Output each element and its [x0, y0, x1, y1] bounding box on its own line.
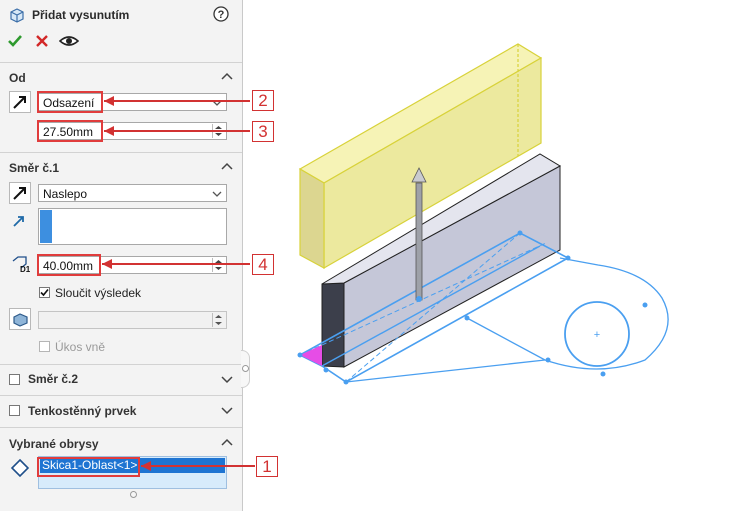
selection-color-indicator — [40, 210, 52, 243]
spin-arrows-icon[interactable] — [212, 313, 224, 327]
direction-vector-icon — [13, 216, 24, 227]
offset-distance-value: 27.50mm — [43, 125, 94, 139]
draft-icon[interactable] — [9, 308, 31, 330]
separator — [0, 395, 242, 396]
highlight-depth — [37, 254, 101, 276]
extrude-feature-icon — [10, 8, 24, 23]
chevron-down-icon[interactable] — [221, 375, 233, 385]
separator — [0, 152, 242, 153]
direction-selection-box[interactable] — [38, 208, 227, 245]
contour-diamond-icon — [10, 458, 30, 478]
start-direction-icon[interactable] — [9, 91, 31, 113]
callout-4: 4 — [252, 254, 274, 275]
section-title-thin-feature: Tenkostěnný prvek — [28, 404, 137, 418]
callout-2: 2 — [252, 90, 274, 111]
x-icon[interactable] — [35, 34, 49, 48]
chevron-down-icon — [212, 191, 222, 197]
end-condition-value: Naslepo — [43, 187, 88, 201]
separator — [0, 364, 242, 365]
resize-handle[interactable] — [130, 491, 137, 498]
svg-text:D1: D1 — [20, 265, 31, 274]
checkmark-icon[interactable] — [7, 33, 23, 49]
reverse-direction-icon[interactable] — [9, 182, 31, 204]
merge-result-label: Sloučit výsledek — [55, 286, 142, 300]
start-face-highlight — [300, 345, 322, 366]
draft-outward-checkbox[interactable] — [39, 341, 50, 352]
panel-title: Přidat vysunutím — [32, 8, 130, 22]
callout-1: 1 — [256, 456, 278, 477]
selected-contours-list[interactable]: Skica1-Oblast<1> — [38, 456, 227, 489]
separator — [0, 427, 242, 428]
highlight-start-condition — [37, 91, 103, 113]
chevron-up-icon[interactable] — [221, 161, 233, 171]
chevron-up-icon[interactable] — [221, 437, 233, 447]
callout-arrows — [102, 96, 255, 471]
selected-contour-item[interactable]: Skica1-Oblast<1> — [40, 458, 225, 473]
callout-3: 3 — [252, 121, 274, 142]
chevron-down-icon[interactable] — [221, 406, 233, 416]
depth-value: 40.00mm — [43, 259, 94, 273]
depth-dimension-icon: D1 — [12, 256, 31, 274]
draft-outward-label: Úkos vně — [55, 340, 106, 354]
sketch-points — [297, 230, 648, 385]
start-condition-value: Odsazení — [43, 96, 95, 110]
svg-text:?: ? — [218, 9, 225, 21]
sketch-profile — [345, 257, 669, 383]
direction2-checkbox[interactable] — [9, 374, 20, 385]
merge-result-checkbox[interactable] — [39, 287, 50, 298]
drag-arrow-handle[interactable] — [411, 167, 427, 302]
section-title-direction1: Směr č.1 — [9, 161, 60, 175]
eye-icon[interactable] — [59, 33, 79, 49]
chevron-up-icon[interactable] — [221, 71, 233, 81]
help-icon[interactable]: ? — [213, 6, 229, 22]
section-title-direction2: Směr č.2 — [28, 372, 79, 386]
highlight-selected-contour — [37, 457, 140, 477]
chevron-down-icon — [212, 100, 222, 106]
draft-angle-input[interactable] — [38, 311, 227, 329]
thin-feature-checkbox[interactable] — [9, 405, 20, 416]
splitter-grip — [242, 365, 249, 372]
extrude-preview — [298, 43, 543, 270]
highlight-offset-distance — [37, 120, 103, 142]
separator — [0, 62, 242, 63]
circle-center-mark: + — [594, 329, 600, 341]
section-title-selected-contours: Vybrané obrysy — [9, 437, 99, 451]
end-condition-select[interactable]: Naslepo — [38, 184, 227, 202]
section-title-od: Od — [9, 71, 26, 85]
extruded-body — [321, 153, 562, 368]
